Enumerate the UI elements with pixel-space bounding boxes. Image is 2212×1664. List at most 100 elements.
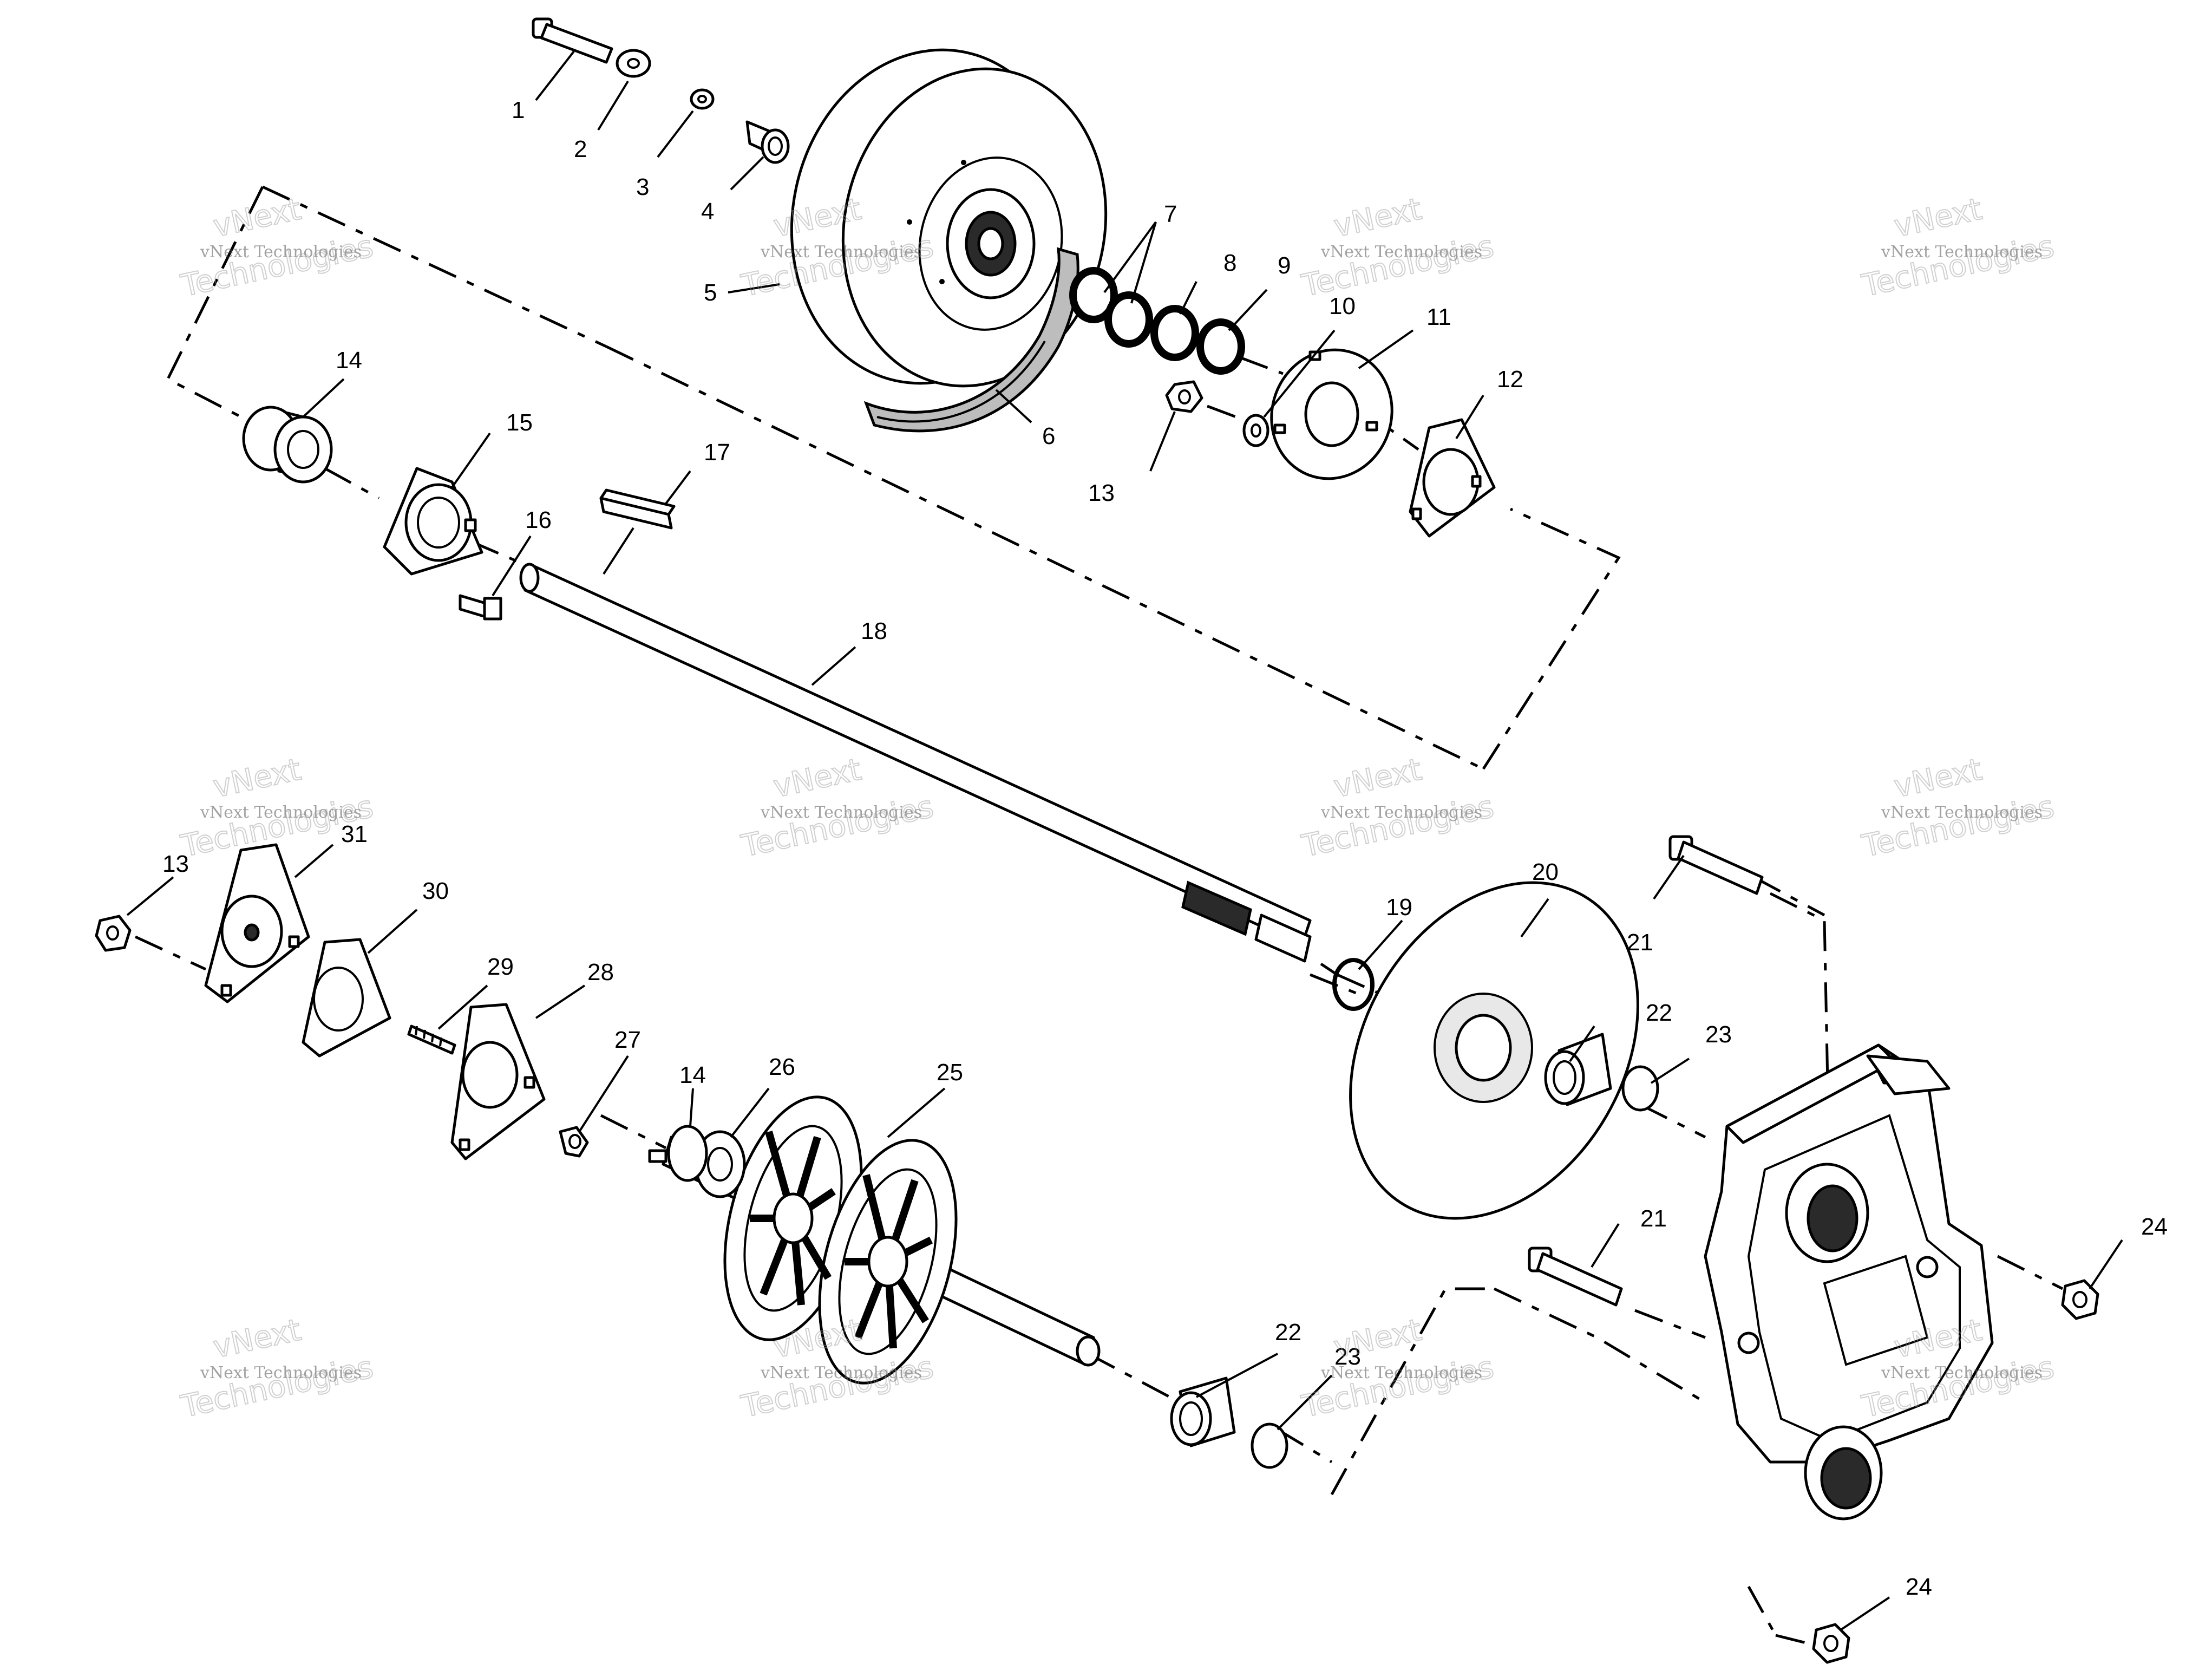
callout-1: 1 <box>512 97 525 123</box>
svg-text:Technologies: Technologies <box>1299 1349 1497 1425</box>
bolt-21-bottom <box>1528 1247 1623 1307</box>
driven-sprocket-5 <box>790 48 1108 388</box>
svg-text:Technologies: Technologies <box>1299 789 1497 864</box>
callout-20: 20 <box>1532 859 1559 885</box>
callout-8: 8 <box>1223 250 1236 276</box>
callout-16: 16 <box>525 507 552 533</box>
callout-12: 12 <box>1497 366 1523 393</box>
svg-text:vNext Technologies: vNext Technologies <box>200 803 362 822</box>
drive-shaft-18 <box>519 563 1312 963</box>
svg-text:Technologies: Technologies <box>178 1349 376 1425</box>
brake-disc-20 <box>1349 881 1639 1220</box>
callout-25: 25 <box>937 1059 963 1086</box>
callout-24-bottom: 24 <box>1906 1574 1932 1600</box>
gasket-30 <box>302 938 391 1058</box>
ring-9 <box>1196 318 1245 375</box>
callout-3: 3 <box>636 174 649 200</box>
callout-11: 11 <box>1426 304 1451 330</box>
callout-13-bottom: 13 <box>162 851 189 877</box>
callout-6: 6 <box>1042 423 1055 449</box>
callout-4: 4 <box>701 198 714 225</box>
svg-text:vNext Technologies: vNext Technologies <box>1881 803 2043 822</box>
callout-17: 17 <box>704 439 730 466</box>
track-drive-shaft-25 <box>662 1095 1101 1385</box>
drive-chain-6 <box>863 247 1079 433</box>
plug-23-top <box>1621 1065 1659 1112</box>
nut-24-bottom <box>1812 1623 1850 1664</box>
flange-bearing-15 <box>383 467 483 576</box>
svg-text:vNext: vNext <box>1891 192 1985 245</box>
svg-text:vNext: vNext <box>210 192 304 245</box>
svg-text:vNext Technologies: vNext Technologies <box>1320 803 1482 822</box>
callout-7: 7 <box>1164 201 1177 227</box>
svg-text:Technologies: Technologies <box>178 229 376 304</box>
washer-3 <box>690 88 715 110</box>
leader-lines <box>126 50 2123 1631</box>
seal-22-top <box>1544 1033 1612 1106</box>
callout-21-bottom: 21 <box>1640 1205 1667 1232</box>
nut-13-top <box>1165 380 1203 413</box>
callout-19: 19 <box>1386 894 1412 921</box>
svg-text:vNext Technologies: vNext Technologies <box>760 1363 922 1382</box>
svg-text:vNext: vNext <box>770 752 865 805</box>
key-17 <box>599 488 676 530</box>
svg-text:vNext Technologies: vNext Technologies <box>200 243 362 262</box>
bolt-1 <box>532 17 613 64</box>
washer-2 <box>616 49 651 78</box>
callout-14-bottom: 14 <box>679 1062 706 1088</box>
svg-text:Technologies: Technologies <box>1859 229 2057 304</box>
callout-21-top: 21 <box>1627 929 1653 956</box>
nut-24-right <box>2061 1279 2099 1320</box>
callout-27: 27 <box>614 1027 641 1053</box>
callout-2: 2 <box>574 136 587 162</box>
callout-22-bottom: 22 <box>1275 1319 1301 1346</box>
svg-text:vNext Technologies: vNext Technologies <box>200 1363 362 1382</box>
callout-29: 29 <box>487 954 514 980</box>
svg-text:Technologies: Technologies <box>1859 789 2057 864</box>
callout-numbers: 1 2 3 4 5 6 7 8 9 10 11 12 13 14 15 16 1… <box>162 97 2168 1600</box>
seal-22-bottom <box>1170 1376 1236 1447</box>
bolt-27 <box>559 1126 589 1158</box>
svg-text:vNext Technologies: vNext Technologies <box>1320 1363 1482 1382</box>
washer-10 <box>1242 414 1269 447</box>
chaincase-housing <box>1704 1043 1994 1521</box>
assembly-dash-lines <box>134 142 2064 1648</box>
callout-18: 18 <box>861 618 887 644</box>
callout-14-top: 14 <box>336 347 362 374</box>
callout-28: 28 <box>587 959 614 986</box>
svg-text:Technologies: Technologies <box>738 789 937 864</box>
nut-13-bottom <box>95 915 132 952</box>
seal-rings-7 <box>1069 267 1153 348</box>
spacer-4 <box>745 120 790 164</box>
svg-text:vNext: vNext <box>210 1313 304 1366</box>
ring-8 <box>1150 305 1199 361</box>
callout-9: 9 <box>1278 252 1291 279</box>
snap-ring-19 <box>1332 958 1375 1011</box>
flange-plate-31 <box>204 843 310 1003</box>
svg-text:vNext: vNext <box>1891 752 1985 805</box>
bearing-14-bottom <box>648 1125 708 1182</box>
svg-text:vNext Technologies: vNext Technologies <box>1320 243 1482 262</box>
flange-plate-12 <box>1409 418 1496 538</box>
svg-text:vNext: vNext <box>1331 1313 1425 1366</box>
flange-plate-28 <box>450 1003 546 1160</box>
callout-10: 10 <box>1329 293 1356 319</box>
bolt-16 <box>459 594 502 621</box>
callout-26: 26 <box>769 1054 795 1080</box>
bearing-retainer-11 <box>1270 348 1393 480</box>
callout-13-top: 13 <box>1088 480 1115 506</box>
callout-15: 15 <box>506 409 533 436</box>
bolt-21-top <box>1668 835 1764 895</box>
svg-text:vNext Technologies: vNext Technologies <box>1881 1363 2043 1382</box>
svg-text:vNext: vNext <box>1331 192 1425 245</box>
svg-text:Technologies: Technologies <box>1299 229 1497 304</box>
callout-24-right: 24 <box>2141 1213 2168 1240</box>
callout-31: 31 <box>341 821 368 847</box>
callout-23-bottom: 23 <box>1334 1343 1361 1370</box>
callout-23-top: 23 <box>1705 1021 1732 1048</box>
svg-text:vNext: vNext <box>210 752 304 805</box>
svg-text:vNext Technologies: vNext Technologies <box>760 803 922 822</box>
plug-23-bottom <box>1251 1422 1288 1469</box>
pin-29 <box>407 1024 456 1055</box>
